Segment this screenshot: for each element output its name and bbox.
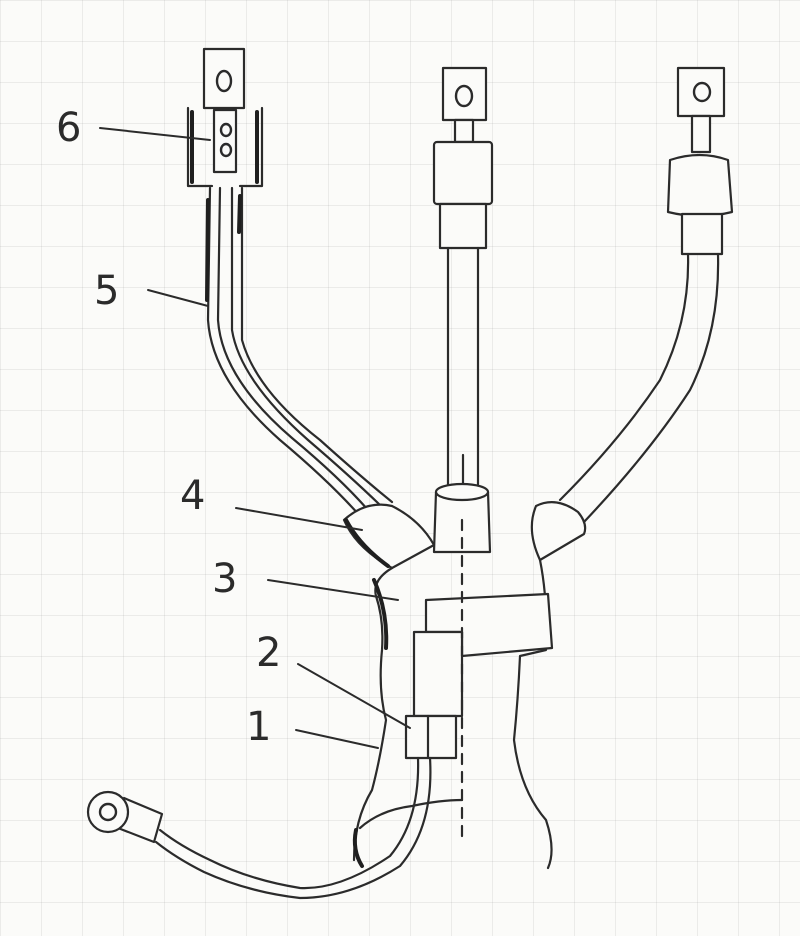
ground-wire-upper — [158, 756, 420, 890]
leader-1 — [295, 729, 379, 749]
ground-ring-lug — [86, 790, 130, 834]
right-heat-shrink — [680, 212, 724, 256]
middle-branch — [432, 66, 494, 494]
left-crimp-dot-upper — [219, 122, 233, 138]
middle-finger-opening — [434, 482, 490, 502]
boot-left-outline — [352, 566, 394, 862]
middle-heat-shrink — [438, 202, 488, 250]
leader-3 — [267, 579, 399, 601]
leader-lines — [99, 127, 411, 749]
left-cable-shading — [205, 198, 210, 302]
breakout-boot — [342, 482, 587, 870]
left-cable-inner-2 — [230, 186, 382, 507]
left-cable-edge-outer — [206, 186, 362, 518]
left-cable-inner-1 — [216, 186, 370, 512]
left-finger-cap — [342, 503, 436, 570]
left-branch — [186, 47, 394, 518]
callout-labels: 6 5 4 3 2 1 — [56, 105, 281, 750]
label-1: 1 — [246, 704, 271, 750]
leader-2 — [297, 663, 411, 729]
left-cable-shading-2 — [237, 194, 242, 234]
left-terminal-lug — [202, 47, 246, 110]
middle-lug-hole — [454, 84, 474, 108]
boot-lower-shade — [352, 828, 364, 868]
left-finger-cap-shade — [344, 518, 390, 568]
label-2: 2 — [256, 630, 281, 676]
right-lug-hole — [692, 81, 712, 103]
ground-wire — [86, 756, 432, 900]
right-cable-right — [582, 252, 720, 524]
left-crimp-dot-lower — [219, 142, 233, 158]
ground-wire-lower — [154, 756, 432, 900]
middle-terminal-lug — [441, 66, 488, 122]
right-cable-left — [558, 252, 690, 502]
left-shield-cap-right — [238, 106, 264, 188]
left-shield-cap-left — [186, 106, 214, 188]
left-lug-hole — [215, 69, 233, 93]
label-3: 3 — [212, 556, 237, 602]
label-5: 5 — [94, 268, 119, 314]
right-finger-cap — [530, 501, 587, 562]
boot-lower-lip — [358, 798, 464, 830]
label-6: 6 — [56, 105, 81, 151]
middle-lug-neck — [453, 118, 475, 144]
leader-5 — [147, 289, 209, 307]
right-branch — [558, 66, 734, 524]
inner-stress-sleeve — [412, 630, 464, 718]
leader-4 — [235, 507, 363, 531]
right-lug-neck — [690, 114, 712, 154]
ground-clamp — [404, 714, 458, 760]
leader-6 — [99, 127, 211, 141]
left-cable-edge-inner — [240, 186, 394, 504]
boot-left-shade — [372, 578, 389, 650]
label-4: 4 — [180, 473, 205, 519]
right-crimp-sleeve — [666, 153, 734, 218]
left-crimp-barrel — [212, 108, 238, 174]
right-terminal-lug — [676, 66, 726, 118]
middle-crimp-sleeve — [432, 140, 494, 206]
ground-ring-lug-hole — [98, 802, 118, 822]
